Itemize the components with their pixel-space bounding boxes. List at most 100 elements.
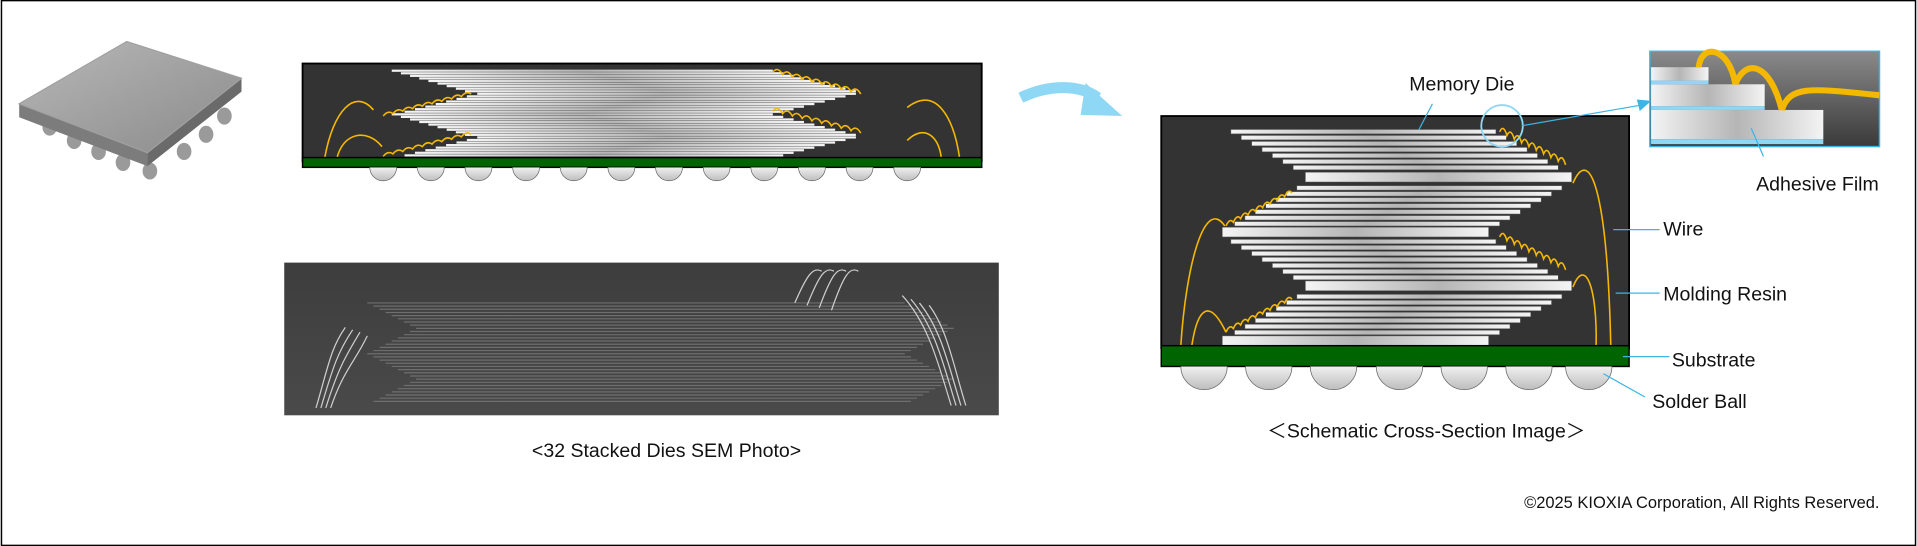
memory-die [1286,300,1552,306]
memory-die [391,69,773,72]
memory-die [477,92,856,95]
solder-ball [750,166,779,182]
memory-die [1296,294,1563,300]
memory-die [404,110,784,113]
memory-die [1275,306,1542,311]
memory-die [1255,318,1521,323]
curved-arrow-icon [1018,82,1123,117]
memory-die [1244,324,1511,329]
memory-die [1265,312,1532,317]
label-molding-resin: Molding Resin [1663,283,1787,305]
memory-die [455,131,846,134]
memory-die [446,85,836,88]
memory-die [1292,165,1559,171]
solder-ball [369,166,397,182]
label-solder-ball: Solder Ball [1652,391,1746,413]
copyright-notice: ©2025 KIOXIA Corporation, All Rights Res… [1524,494,1879,512]
solder-ball [464,166,493,182]
memory-die [391,113,773,116]
memory-die [1296,185,1563,191]
memory-die [437,82,825,85]
solder-ball [1245,366,1293,390]
memory-die [414,151,794,154]
memory-die [419,120,804,124]
memory-die [1286,191,1552,197]
memory-die [1261,147,1528,153]
memory-die [477,136,856,139]
substrate [1160,344,1630,368]
memory-die [1272,153,1538,159]
solder-ball [798,166,826,182]
memory-die [1261,257,1528,263]
memory-die [1241,245,1507,251]
substrate [301,156,983,169]
memory-die [425,105,804,108]
memory-die [435,146,815,149]
solder-ball [1440,366,1488,390]
memory-die [400,115,784,118]
solder-balls [1180,366,1613,390]
solder-ball [1565,366,1613,390]
die-stack [1222,129,1572,346]
memory-die [455,87,846,90]
memory-die [435,102,815,106]
memory-die [465,133,856,136]
memory-die [446,100,825,103]
sem-photo [284,262,999,416]
memory-die [1244,215,1511,221]
inset-wires [1695,48,1880,112]
memory-die [456,97,836,101]
memory-die [1241,135,1507,141]
memory-die [446,144,825,147]
memory-die [414,108,794,111]
memory-die [1272,263,1538,268]
memory-die [1292,275,1559,280]
solder-ball [1505,366,1553,390]
bond-wires [323,68,961,159]
sem-photo-caption: <32 Stacked Dies SEM Photo> [532,440,801,462]
bond-wires [1180,127,1612,346]
adhesive-film-inset [1649,48,1881,148]
memory-die [1305,280,1572,291]
label-substrate: Substrate [1672,349,1756,371]
package-cross-section-top [301,62,983,182]
leader-lines [1418,99,1765,398]
memory-die [1230,239,1497,245]
label-memory-die: Memory Die [1409,73,1514,95]
memory-die [1282,269,1549,274]
solder-ball [845,166,874,182]
label-wire: Wire [1663,219,1703,241]
memory-die [1275,197,1542,203]
memory-die [1251,141,1517,147]
memory-die [428,79,815,83]
solder-balls [369,166,922,182]
memory-die [1234,221,1500,227]
memory-die [428,123,815,126]
schematic-caption: ＜Schematic Cross-Section Image＞ [1267,420,1585,442]
solder-ball [893,166,922,182]
memory-die [410,74,794,77]
solder-ball [1375,366,1424,390]
solder-ball [417,166,445,182]
memory-die [466,138,846,142]
memory-die [404,154,784,157]
memory-die [446,128,836,131]
memory-die [419,77,804,80]
sem-wires [315,269,967,409]
solder-ball [655,166,683,182]
label-adhesive-film: Adhesive Film [1756,174,1879,196]
solder-ball [607,166,636,182]
memory-die [1265,203,1532,209]
memory-die [1222,226,1489,238]
memory-die [1282,159,1549,165]
memory-die [456,141,836,144]
solder-ball [1309,366,1358,390]
solder-ball [559,166,588,182]
memory-die [1251,251,1517,257]
memory-die [437,126,825,129]
memory-die [400,72,784,75]
memory-die [1234,330,1500,335]
solder-ball [1180,366,1228,390]
